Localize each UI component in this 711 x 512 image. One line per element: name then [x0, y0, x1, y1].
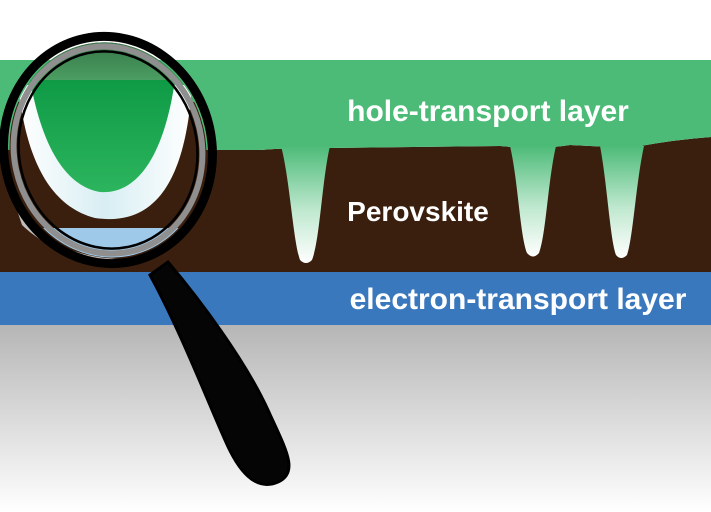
electron-transport-layer [0, 270, 711, 325]
hole-transport-label: hole-transport layer [347, 95, 629, 128]
substrate-layer [0, 323, 711, 512]
pinhole-2 [510, 146, 556, 257]
pinhole-1 [281, 146, 330, 263]
magnifier-rim [0, 31, 217, 269]
perovskite-label: Perovskite [347, 196, 489, 227]
magnifier-handle [148, 259, 291, 486]
electron-transport-label: electron-transport layer [350, 283, 687, 316]
pinhole-3 [600, 146, 644, 258]
